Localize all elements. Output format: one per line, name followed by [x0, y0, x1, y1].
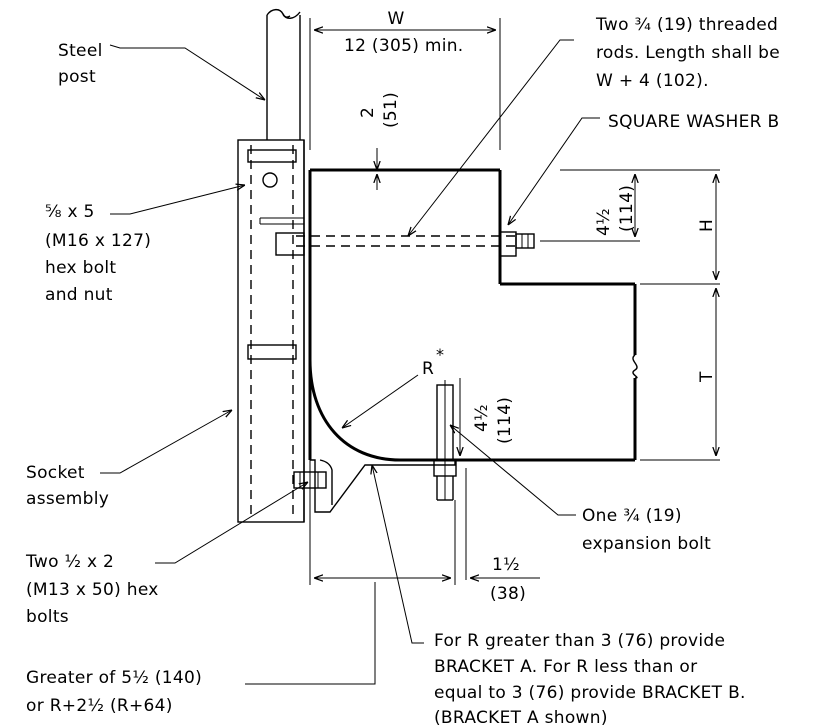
label-bracket-note-1: For R greater than 3 (76) provide [434, 631, 725, 651]
label-dim-h: H [697, 219, 717, 232]
label-threaded-rods-1: Two ¾ (19) threaded [595, 15, 778, 35]
dimension-w [309, 18, 501, 150]
label-steel-post-2: post [58, 67, 96, 87]
label-radius-note: * [436, 345, 444, 364]
label-threaded-rods-3: W + 4 (102). [596, 71, 709, 91]
dimension-1half [465, 468, 540, 580]
bracket-plate [308, 168, 638, 513]
label-dim-t: T [697, 371, 717, 383]
label-dim-4half-top: 4½ [594, 208, 614, 236]
dimension-4half-top [540, 169, 720, 242]
label-dim-4half-bottom: 4½ [472, 404, 492, 432]
label-bracket-note-3: equal to 3 (76) provide BRACKET B. [434, 683, 746, 703]
label-dim-w-min: 12 (305) min. [344, 36, 464, 56]
leader-lines [100, 39, 600, 685]
threaded-rods [296, 233, 535, 249]
label-socket-assembly-1: Socket [26, 463, 85, 483]
label-hex-bolt-1: ⅝ x 5 [45, 202, 95, 222]
dimension-greater-of [309, 460, 456, 585]
label-hex-bolt-3: hex bolt [45, 258, 116, 278]
label-two-hex-bolts-1: Two ½ x 2 [25, 552, 114, 572]
expansion-bolt [433, 380, 457, 501]
dimension-t [640, 288, 720, 461]
label-dim-1half: 1½ [492, 555, 520, 575]
label-two-hex-bolts-3: bolts [26, 607, 69, 627]
label-radius: R [422, 359, 434, 379]
dimension-h [640, 174, 720, 285]
label-dim-38: (38) [490, 584, 526, 604]
label-expansion-bolt-2: expansion bolt [582, 534, 711, 554]
socket-assembly [237, 139, 327, 523]
label-dim-w: W [387, 9, 404, 29]
label-bracket-note-4: (BRACKET A shown) [434, 708, 608, 728]
label-socket-assembly-2: assembly [26, 489, 109, 509]
hex-nut-icon [262, 172, 278, 188]
label-greater-of-1: Greater of 5½ (140) [26, 668, 202, 688]
steel-post [266, 8, 301, 141]
label-steel-post-1: Steel [58, 41, 103, 61]
label-square-washer: SQUARE WASHER B [608, 112, 779, 132]
label-greater-of-2: or R+2½ (R+64) [26, 696, 173, 716]
label-bracket-note-2: BRACKET A. For R less than or [434, 657, 697, 677]
label-dim-114-top: (114) [617, 185, 637, 232]
label-dim-51: (51) [381, 92, 401, 128]
label-expansion-bolt-1: One ¾ (19) [582, 506, 682, 526]
label-dim-2: 2 [358, 107, 378, 118]
label-hex-bolt-4: and nut [45, 285, 113, 305]
label-hex-bolt-2: (M16 x 127) [45, 231, 151, 251]
label-two-hex-bolts-2: (M13 x 50) hex [26, 580, 159, 600]
label-dim-114-bottom: (114) [495, 397, 515, 444]
label-threaded-rods-2: rods. Length shall be [596, 43, 780, 63]
